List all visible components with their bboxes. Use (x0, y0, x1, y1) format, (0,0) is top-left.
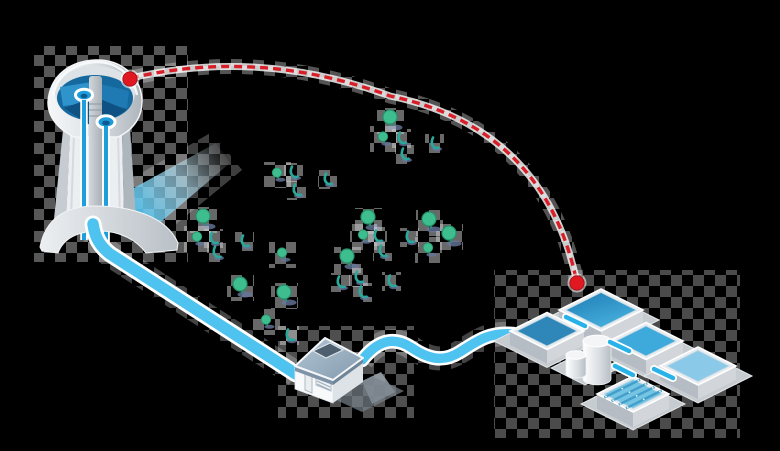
tower-shaft-inner-edge-left (70, 132, 75, 220)
bubble (619, 402, 622, 405)
bubble (642, 398, 645, 401)
wavy-pipe (354, 326, 521, 368)
bubble (621, 387, 624, 390)
window-slat (316, 383, 331, 391)
basin-wall-left (510, 331, 547, 364)
tower-shaft-right-wall (122, 128, 136, 221)
basin-connector-pipe (650, 365, 677, 382)
basin-connector-pipe (606, 338, 633, 355)
bubble (659, 390, 661, 393)
treatment-plant (492, 288, 754, 431)
tank-body (565, 354, 587, 379)
plant-red-dot (569, 275, 585, 291)
basin-wall-left (597, 394, 633, 427)
overflow-arc (127, 63, 581, 287)
basin-wall-right (547, 331, 584, 364)
arc-dashes (130, 64, 579, 284)
tower-shaft-left-wall (54, 130, 70, 221)
basin-connector-pipe (562, 313, 589, 330)
basin-wall-right (633, 394, 669, 427)
wavy-pipe-core (357, 329, 518, 365)
bubble (628, 391, 631, 394)
connector-core (651, 366, 676, 381)
connector-core (563, 314, 588, 329)
bubble (651, 386, 654, 389)
pump-skylight (311, 342, 345, 359)
tower-shaft-inner-edge-right (117, 132, 121, 220)
bubble (644, 383, 647, 386)
water-beam (123, 143, 230, 232)
basin-wall-right (601, 310, 643, 346)
pipe-port-opening (102, 120, 110, 126)
pump-station (294, 337, 404, 412)
pump-shadow (332, 377, 404, 412)
pump-roof (294, 337, 364, 381)
treatment-basin (508, 311, 586, 364)
pipe-port-opening (80, 93, 88, 99)
main-pipe (84, 215, 305, 383)
tank-body (582, 340, 612, 386)
bubble (612, 399, 615, 402)
window-slat (316, 380, 331, 388)
main-pipe-core (87, 218, 302, 380)
treatment-basin (595, 375, 671, 427)
roof-eave-left (295, 366, 333, 385)
basin-water (565, 292, 637, 328)
connector-core (607, 339, 632, 354)
bubble (605, 395, 607, 398)
tower-red-dot (122, 71, 138, 87)
basin-water (516, 315, 578, 347)
route-endpoints (120, 69, 587, 293)
tower-center-column (89, 76, 102, 222)
bubble (635, 394, 638, 397)
pump-wall-right (333, 359, 363, 403)
basin-wall-right (698, 366, 736, 399)
water-tower (39, 59, 179, 254)
clarifier-tank (582, 334, 612, 386)
roof-eave-right (333, 358, 363, 385)
bubble (626, 406, 629, 409)
basin-connector-pipe (611, 362, 637, 379)
connector-core (612, 363, 636, 378)
aeration-lanes (603, 378, 663, 410)
community-markers (184, 108, 463, 345)
clarifier-tank (565, 350, 587, 379)
bubble (637, 379, 640, 382)
basin-water (666, 350, 730, 382)
tank-top (565, 350, 587, 360)
tower-base-skirt (39, 205, 179, 254)
